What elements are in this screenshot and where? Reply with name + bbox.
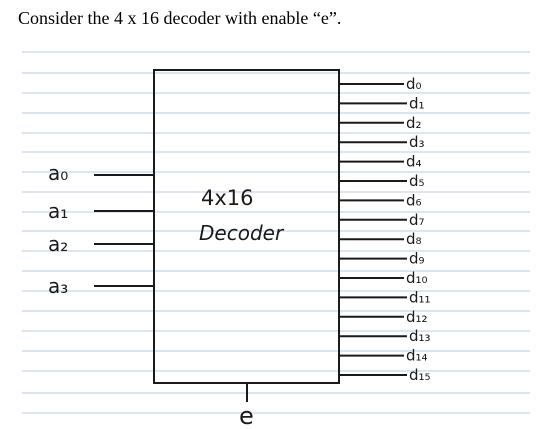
output-label: d₇ [409, 211, 425, 229]
ruled-paper-lines [22, 51, 530, 414]
output-label: d₁₁ [409, 288, 431, 306]
output-label: d₁ [409, 94, 425, 112]
enable-label: e [239, 402, 254, 429]
decoder-label-size: 4x16 [201, 186, 254, 210]
output-label: d₉ [409, 250, 425, 268]
output-label: d₄ [406, 153, 422, 171]
output-label: d₁₃ [409, 327, 431, 345]
question-text: Consider the 4 x 16 decoder with enable … [18, 8, 342, 28]
output-label: d₅ [409, 172, 425, 190]
output-label: d₁₀ [406, 269, 428, 287]
output-label: d₈ [406, 230, 422, 248]
input-label: a₁ [48, 199, 68, 223]
decoder-label-name: Decoder [199, 221, 285, 245]
input-label: a₂ [48, 232, 68, 256]
input-lines: a₀ a₁ a₂ a₃ [48, 161, 154, 298]
output-label: d₁₄ [406, 347, 428, 365]
output-label: d₃ [409, 133, 425, 151]
output-label: d₁₂ [406, 308, 428, 326]
output-label: d₀ [406, 75, 422, 93]
output-label: d₁₅ [409, 366, 431, 384]
input-label: a₃ [48, 274, 68, 298]
output-label: d₂ [406, 114, 422, 132]
input-label: a₀ [48, 161, 68, 185]
output-label: d₆ [406, 191, 422, 209]
